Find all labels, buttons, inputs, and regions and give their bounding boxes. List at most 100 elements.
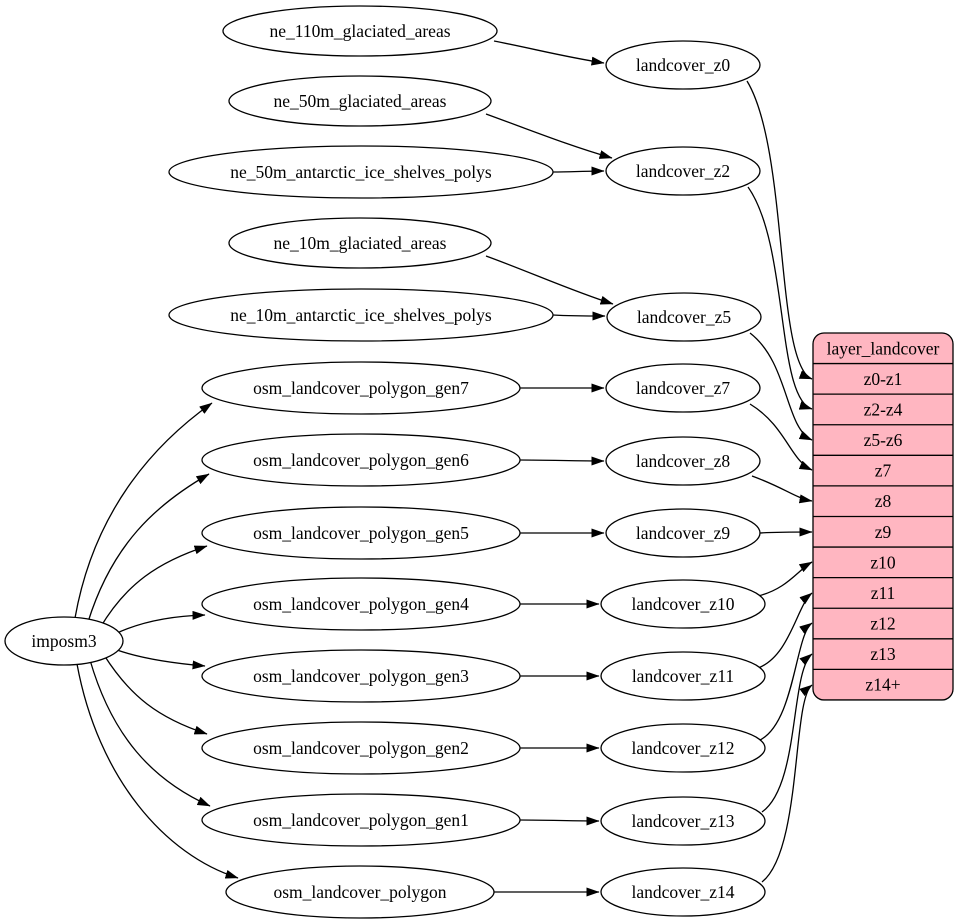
node-label: osm_landcover_polygon bbox=[273, 882, 446, 902]
node-label: landcover_z8 bbox=[636, 451, 731, 471]
table-row-label: z14+ bbox=[865, 675, 900, 695]
node-label: landcover_z12 bbox=[631, 738, 734, 758]
node-landcover_z13: landcover_z13 bbox=[600, 796, 766, 846]
node-osm_landcover_polygon_gen4: osm_landcover_polygon_gen4 bbox=[201, 577, 521, 631]
edge-ne_10m_antarctic_ice_shelves_polys-to-landcover_z5 bbox=[552, 311, 606, 321]
node-label: ne_10m_antarctic_ice_shelves_polys bbox=[230, 305, 492, 325]
edge-ne_50m_glaciated_areas-to-landcover_z2 bbox=[485, 113, 613, 159]
node-ellipse bbox=[600, 867, 766, 917]
node-landcover_z5: landcover_z5 bbox=[606, 292, 762, 342]
node-ellipse bbox=[606, 292, 762, 342]
node-label: landcover_z0 bbox=[636, 55, 731, 75]
edge-imposm3-to-osm_landcover_polygon_gen5 bbox=[99, 545, 208, 629]
node-ellipse bbox=[201, 793, 521, 847]
table-row-label: z7 bbox=[875, 461, 892, 481]
node-label: osm_landcover_polygon_gen6 bbox=[253, 450, 469, 470]
table-row-label: z8 bbox=[875, 491, 892, 511]
node-ellipse bbox=[168, 145, 554, 199]
node-osm_landcover_polygon_gen5: osm_landcover_polygon_gen5 bbox=[201, 506, 521, 560]
edge-osm_landcover_polygon_gen6-to-landcover_z8 bbox=[519, 456, 605, 466]
node-ellipse bbox=[222, 5, 498, 57]
edge-landcover_z2-to-layer_landcover.z2-z4 bbox=[747, 186, 813, 410]
edge-imposm3-to-osm_landcover_polygon_gen1 bbox=[89, 659, 211, 807]
node-ne_50m_antarctic_ice_shelves_polys: ne_50m_antarctic_ice_shelves_polys bbox=[168, 145, 554, 199]
node-landcover_z14: landcover_z14 bbox=[600, 867, 766, 917]
edge-landcover_z10-to-layer_landcover.z10 bbox=[757, 561, 813, 597]
edge-landcover_z9-to-layer_landcover.z9 bbox=[759, 527, 813, 537]
edge-landcover_z11-to-layer_landcover.z11 bbox=[757, 592, 813, 669]
edge-imposm3-to-osm_landcover_polygon_gen4 bbox=[114, 610, 206, 635]
node-label: landcover_z14 bbox=[631, 882, 734, 902]
node-osm_landcover_polygon: osm_landcover_polygon bbox=[225, 865, 495, 919]
table-row-label: z13 bbox=[870, 644, 896, 664]
node-ellipse bbox=[228, 217, 492, 269]
node-ellipse bbox=[600, 796, 766, 846]
node-label: osm_landcover_polygon_gen7 bbox=[253, 378, 469, 398]
node-label: landcover_z10 bbox=[631, 594, 734, 614]
node-label: landcover_z2 bbox=[636, 161, 730, 181]
node-landcover_z2: landcover_z2 bbox=[605, 146, 761, 196]
node-ellipse bbox=[600, 579, 766, 629]
node-label: osm_landcover_polygon_gen5 bbox=[253, 523, 469, 543]
edge-imposm3-to-osm_landcover_polygon_gen2 bbox=[103, 654, 208, 735]
node-ne_50m_glaciated_areas: ne_50m_glaciated_areas bbox=[228, 75, 492, 127]
table-row-label: z9 bbox=[875, 522, 892, 542]
node-imposm3: imposm3 bbox=[4, 616, 124, 666]
edge-imposm3-to-osm_landcover_polygon_gen7 bbox=[74, 402, 213, 619]
node-ellipse bbox=[605, 436, 761, 486]
edge-ne_10m_glaciated_areas-to-landcover_z5 bbox=[485, 255, 614, 305]
edge-imposm3-to-osm_landcover_polygon bbox=[76, 663, 239, 879]
node-ellipse bbox=[605, 508, 761, 558]
node-ne_10m_antarctic_ice_shelves_polys: ne_10m_antarctic_ice_shelves_polys bbox=[168, 288, 554, 342]
node-label: ne_50m_glaciated_areas bbox=[274, 91, 447, 111]
node-ne_110m_glaciated_areas: ne_110m_glaciated_areas bbox=[222, 5, 498, 57]
table-row-label: z11 bbox=[871, 583, 896, 603]
node-label: imposm3 bbox=[31, 631, 96, 651]
edge-landcover_z7-to-layer_landcover.z7 bbox=[749, 403, 813, 471]
edge-ne_110m_glaciated_areas-to-landcover_z0 bbox=[493, 40, 605, 66]
node-ellipse bbox=[201, 721, 521, 775]
node-label: ne_10m_glaciated_areas bbox=[274, 233, 447, 253]
edge-landcover_z12-to-layer_landcover.z12 bbox=[759, 622, 813, 741]
node-landcover_z11: landcover_z11 bbox=[600, 651, 766, 701]
node-label: ne_50m_antarctic_ice_shelves_polys bbox=[230, 162, 492, 182]
node-ellipse bbox=[600, 651, 766, 701]
node-ellipse bbox=[201, 577, 521, 631]
edge-imposm3-to-osm_landcover_polygon_gen3 bbox=[116, 649, 206, 670]
node-label: landcover_z11 bbox=[632, 666, 734, 686]
node-osm_landcover_polygon_gen3: osm_landcover_polygon_gen3 bbox=[201, 649, 521, 703]
node-ellipse bbox=[201, 649, 521, 703]
node-label: osm_landcover_polygon_gen1 bbox=[253, 810, 469, 830]
edge-landcover_z13-to-layer_landcover.z13 bbox=[761, 653, 813, 813]
edge-imposm3-to-osm_landcover_polygon_gen6 bbox=[87, 473, 210, 623]
node-osm_landcover_polygon_gen2: osm_landcover_polygon_gen2 bbox=[201, 721, 521, 775]
node-landcover_z7: landcover_z7 bbox=[605, 363, 761, 413]
edges-layer bbox=[74, 40, 813, 897]
node-ellipse bbox=[4, 616, 124, 666]
node-landcover_z8: landcover_z8 bbox=[605, 436, 761, 486]
node-osm_landcover_polygon_gen7: osm_landcover_polygon_gen7 bbox=[201, 361, 521, 415]
node-label: ne_110m_glaciated_areas bbox=[269, 21, 450, 41]
node-label: landcover_z13 bbox=[631, 811, 734, 831]
node-osm_landcover_polygon_gen6: osm_landcover_polygon_gen6 bbox=[201, 433, 521, 487]
node-label: osm_landcover_polygon_gen4 bbox=[253, 594, 469, 614]
edge-osm_landcover_polygon_gen1-to-landcover_z13 bbox=[519, 816, 600, 826]
table-layer_landcover: layer_landcoverz0-z1z2-z4z5-z6z7z8z9z10z… bbox=[812, 332, 954, 701]
node-ellipse bbox=[201, 361, 521, 415]
edge-ne_50m_antarctic_ice_shelves_polys-to-landcover_z2 bbox=[552, 166, 605, 176]
node-ellipse bbox=[201, 433, 521, 487]
node-landcover_z0: landcover_z0 bbox=[605, 40, 761, 90]
node-ellipse bbox=[600, 723, 766, 773]
node-label: landcover_z5 bbox=[637, 307, 732, 327]
node-osm_landcover_polygon_gen1: osm_landcover_polygon_gen1 bbox=[201, 793, 521, 847]
node-landcover_z12: landcover_z12 bbox=[600, 723, 766, 773]
node-ellipse bbox=[605, 146, 761, 196]
node-ellipse bbox=[605, 40, 761, 90]
table-row-label: z0-z1 bbox=[864, 369, 903, 389]
table-row-label: z5-z6 bbox=[864, 430, 903, 450]
table-row-label: z12 bbox=[870, 614, 895, 634]
table-row-label: z2-z4 bbox=[864, 399, 903, 419]
edge-landcover_z14-to-layer_landcover.z14+ bbox=[761, 684, 813, 883]
